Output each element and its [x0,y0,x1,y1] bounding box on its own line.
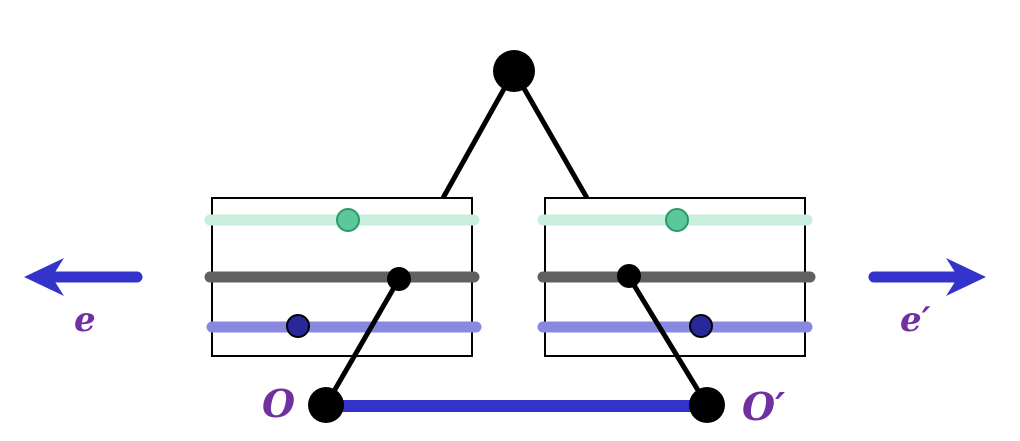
bottom-right-node [689,387,725,423]
right-gray-node [617,264,641,288]
right-navy-dot [689,314,713,338]
top-edge-right [511,69,590,200]
right-arrow-label: e′ [900,300,931,340]
bottom-left-node [308,387,344,423]
bottom-left-node-label: O [262,381,295,426]
left-arrow-icon [24,258,143,296]
edge-left-to-o [323,277,402,407]
edge-right-to-o-prime [626,275,710,407]
left-arrow-label: e [74,300,96,340]
top-edge-left [440,69,517,200]
left-gray-node [387,267,411,291]
right-green-dot [665,208,689,232]
top-node [493,50,535,92]
left-navy-dot [286,314,310,338]
bottom-right-node-label: O′ [742,384,785,429]
left-green-dot [336,208,360,232]
right-arrow-icon [868,258,986,296]
